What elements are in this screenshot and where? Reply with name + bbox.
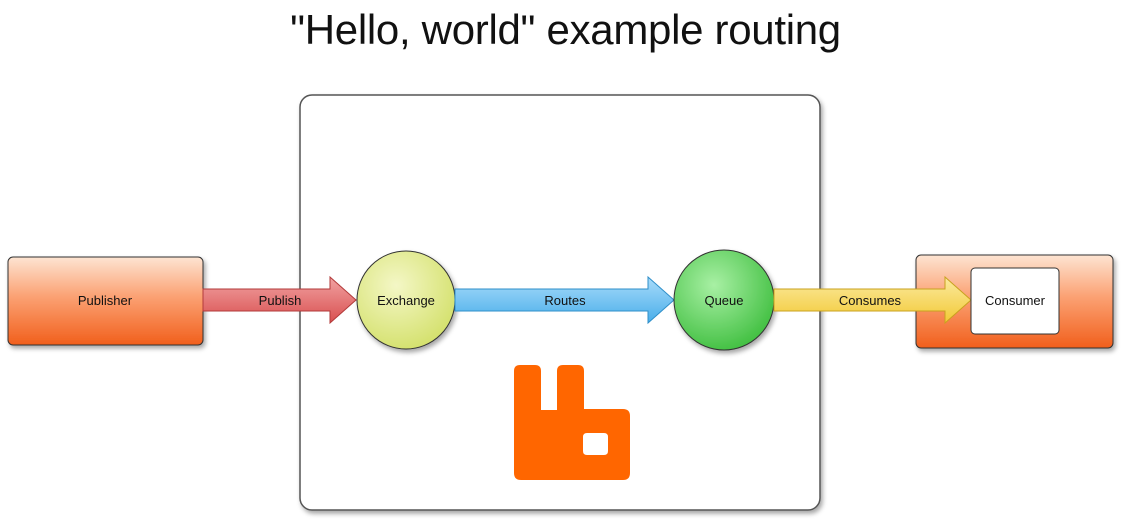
publish-label: Publish [259,293,302,308]
publish-arrow [202,275,357,325]
consumes-label: Consumes [839,293,902,308]
rabbitmq-logo-icon [514,365,630,480]
consumes-arrow [773,275,972,325]
exchange-label: Exchange [377,293,435,308]
consumer-inner-box [970,267,1060,335]
routes-label: Routes [544,293,586,308]
consumer-label: Consumer [985,293,1046,308]
publisher-label: Publisher [78,293,133,308]
diagram-title: "Hello, world" example routing [290,6,841,53]
routes-arrow [454,275,675,325]
queue-label: Queue [704,293,743,308]
